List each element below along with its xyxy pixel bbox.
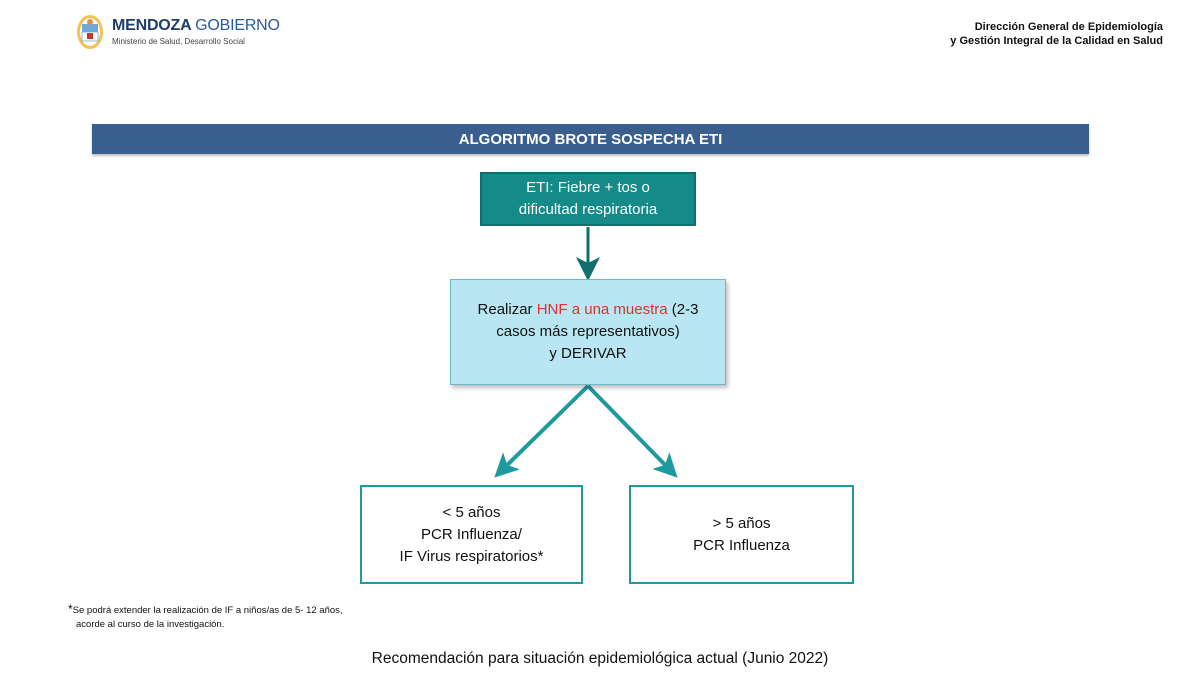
caption: Recomendación para situación epidemiológ…	[371, 650, 829, 667]
node-hnf-line-3: y DERIVAR	[549, 345, 627, 362]
title-banner: ALGORITMO BROTE SOSPECHA ETI	[92, 124, 1089, 154]
brand-light: GOBIERNO	[195, 17, 280, 34]
brand-bold: MENDOZA	[112, 17, 191, 34]
node-eti-line-2: dificultad respiratoria	[518, 201, 658, 218]
node-under-5-line-3: IF Virus respiratorios*	[399, 547, 544, 565]
department-line-2: y Gestión Integral de la Calidad en Salu…	[950, 35, 1163, 47]
node-hnf: Realizar HNF a una muestra (2-3 casos má…	[450, 279, 726, 385]
node-under-5-line-1: < 5 años	[442, 503, 501, 521]
coat-of-arms-icon	[77, 15, 103, 49]
footnote-star: *	[68, 602, 73, 616]
logo: MENDOZA GOBIERNO Ministerio de Salud, De…	[76, 14, 280, 54]
node-hnf-line-1: Realizar HNF a una muestra (2-3	[478, 299, 699, 321]
node-hnf-suffix: (2-3	[667, 301, 699, 318]
footnote-line-1: *Se podrá extender la realización de IF …	[68, 602, 343, 618]
footnote-text-1: Se podrá extender la realización de IF a…	[72, 605, 343, 616]
node-eti: ETI: Fiebre + tos o dificultad respirato…	[480, 172, 696, 226]
node-under-5: < 5 años PCR Influenza/ IF Virus respira…	[360, 485, 583, 584]
footnote-line-2: acorde al curso de la investigación.	[76, 619, 225, 630]
node-over-5-line-2: PCR Influenza	[693, 536, 790, 554]
footnote: *Se podrá extender la realización de IF …	[68, 602, 343, 632]
node-over-5: > 5 años PCR Influenza	[629, 485, 854, 584]
brand-subtitle: Ministerio de Salud, Desarrollo Social	[112, 37, 245, 46]
brand-name: MENDOZA GOBIERNO	[112, 17, 280, 35]
arrow-hnf-to-under5	[494, 384, 590, 478]
node-hnf-highlight: HNF a una muestra	[536, 301, 668, 318]
node-under-5-line-2: PCR Influenza/	[421, 525, 522, 543]
node-hnf-prefix: Realizar	[477, 301, 537, 318]
banner-title: ALGORITMO BROTE SOSPECHA ETI	[458, 130, 723, 148]
node-eti-line-1: ETI: Fiebre + tos o	[526, 179, 650, 196]
node-hnf-line-2: casos más representativos)	[496, 323, 680, 340]
arrow-hnf-to-over5	[586, 384, 678, 478]
department-name: Dirección General de Epidemiología y Ges…	[950, 20, 1163, 48]
department-line-1: Dirección General de Epidemiología	[974, 21, 1163, 33]
node-over-5-line-1: > 5 años	[712, 514, 771, 532]
